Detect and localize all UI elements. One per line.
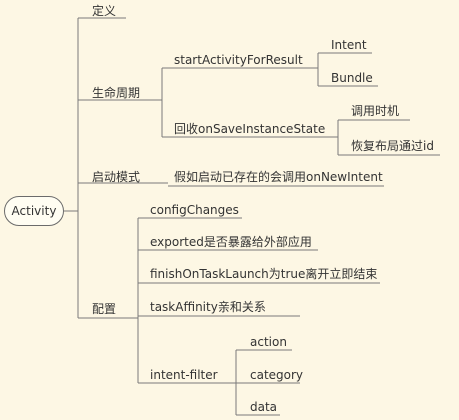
node-finish-on-task-launch[interactable]: finishOnTaskLaunch为true离开立即结束 bbox=[150, 267, 378, 281]
node-category[interactable]: category bbox=[250, 368, 304, 382]
node-config-changes[interactable]: configChanges bbox=[150, 203, 239, 217]
node-on-new-intent-note[interactable]: 假如启动已存在的会调用onNewIntent bbox=[174, 170, 383, 184]
node-definition[interactable]: 定义 bbox=[92, 4, 117, 18]
node-restore-layout-by-id[interactable]: 恢复布局通过id bbox=[351, 139, 434, 153]
node-launch-mode[interactable]: 启动模式 bbox=[92, 170, 141, 184]
node-exported[interactable]: exported是否暴露给外部应用 bbox=[150, 235, 312, 249]
node-task-affinity[interactable]: taskAffinity亲和关系 bbox=[150, 300, 266, 314]
node-config[interactable]: 配置 bbox=[92, 302, 117, 316]
node-start-activity-for-result[interactable]: startActivityForResult bbox=[174, 53, 303, 67]
node-data[interactable]: data bbox=[250, 400, 278, 414]
node-intent[interactable]: Intent bbox=[331, 38, 367, 52]
node-intent-filter[interactable]: intent-filter bbox=[150, 368, 218, 382]
node-lifecycle[interactable]: 生命周期 bbox=[92, 86, 141, 100]
node-bundle[interactable]: Bundle bbox=[331, 71, 373, 85]
node-on-save-instance-state[interactable]: 回收onSaveInstanceState bbox=[174, 122, 326, 136]
node-action[interactable]: action bbox=[250, 335, 287, 349]
root-node-activity[interactable]: Activity bbox=[4, 196, 64, 226]
node-call-timing[interactable]: 调用时机 bbox=[351, 104, 400, 118]
